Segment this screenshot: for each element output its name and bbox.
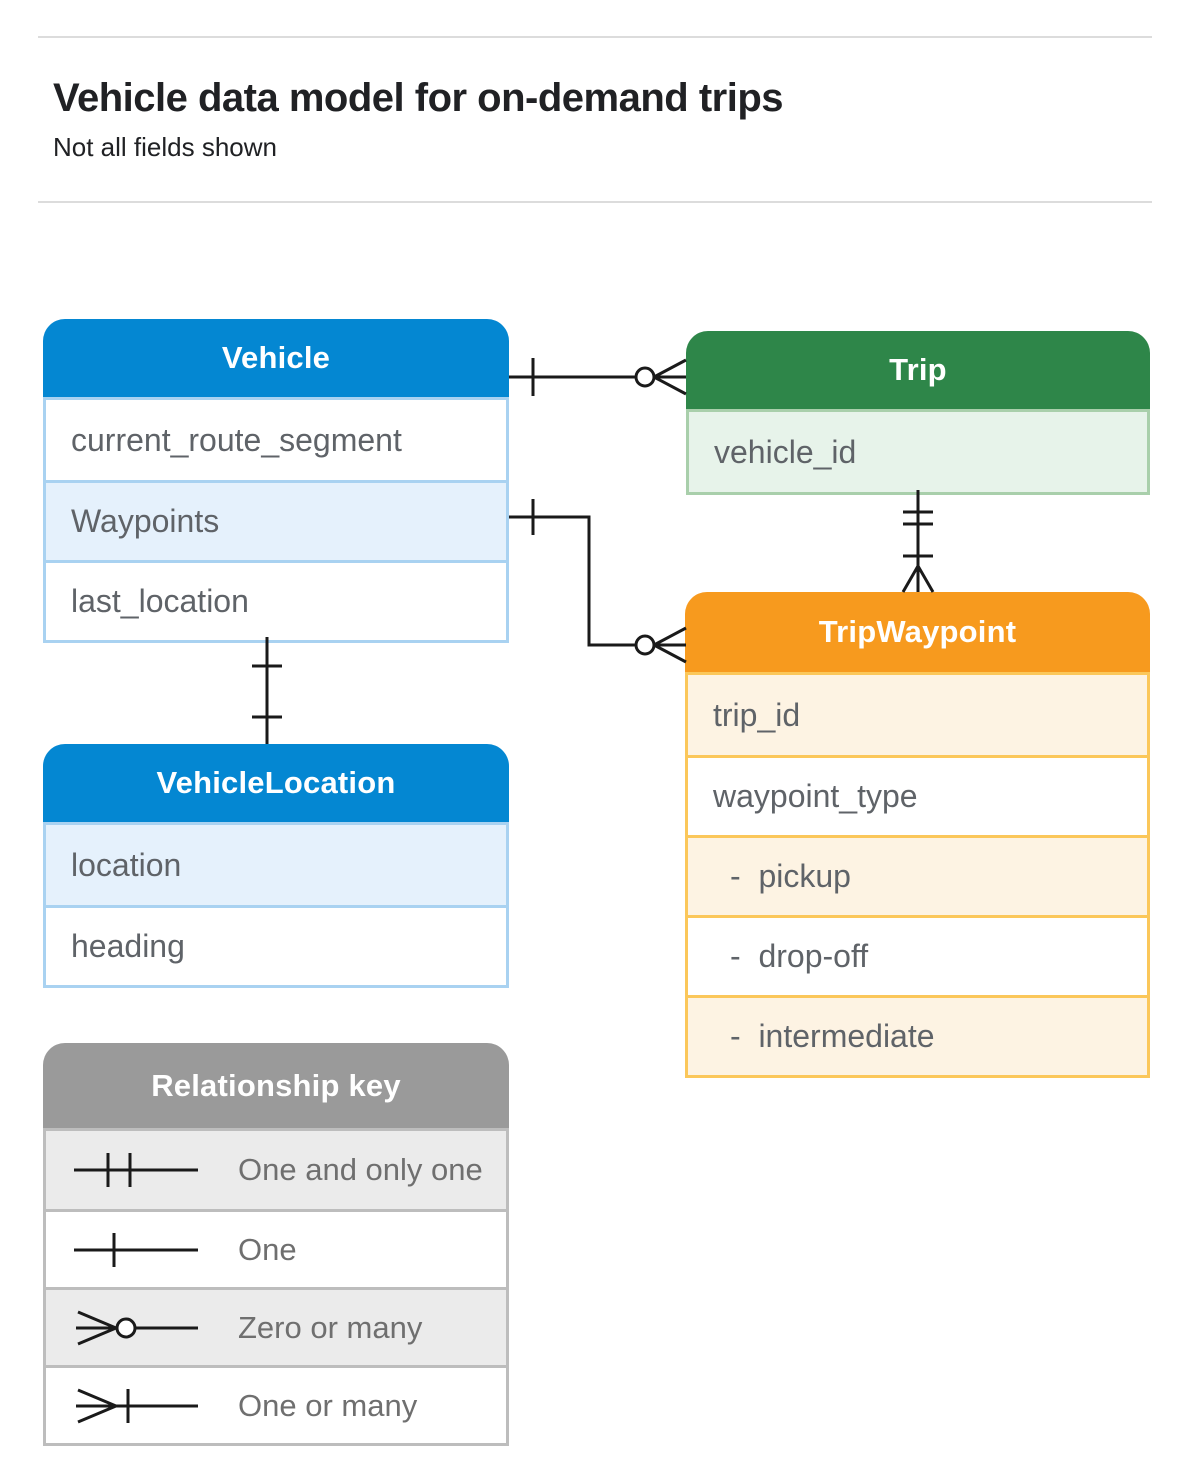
relationship-key-rows: One and only one One Zero or many One or… [43, 1128, 509, 1446]
field-vehicle-id: vehicle_id [689, 412, 1147, 492]
legend-row-zero-or-many: Zero or many [46, 1287, 506, 1365]
field-heading: heading [46, 905, 506, 985]
relationship-key-header: Relationship key [43, 1043, 509, 1128]
vehiclelocation-table-title: VehicleLocation [156, 765, 396, 800]
waypoints-tripwaypoint-connector [509, 499, 687, 664]
subtitle-divider [38, 201, 1152, 203]
field-waypoint-type: waypoint_type [688, 755, 1147, 835]
trip-table-header: Trip [686, 331, 1150, 409]
legend-row-one-or-many: One or many [46, 1365, 506, 1443]
field-waypoint-type-intermediate: - intermediate [688, 995, 1147, 1075]
tripwaypoint-table-header: TripWaypoint [685, 592, 1150, 672]
vehiclelocation-table-rows: location heading [43, 822, 509, 988]
vehicle-vehiclelocation-connector [252, 637, 282, 744]
vehiclelocation-table: VehicleLocation location heading [43, 744, 509, 988]
page-subtitle: Not all fields shown [53, 132, 277, 162]
one-tick-icons [252, 664, 282, 719]
crow-foot-icon [653, 358, 687, 396]
vehicle-table-rows: current_route_segment Waypoints last_loc… [43, 397, 509, 643]
field-location: location [46, 825, 506, 905]
field-trip-id: trip_id [688, 675, 1147, 755]
legend-row-one: One [46, 1209, 506, 1287]
one-and-only-one-ticks-icon [903, 510, 933, 526]
legend-label: One or many [238, 1387, 418, 1423]
tripwaypoint-table: TripWaypoint trip_id waypoint_type - pic… [685, 592, 1150, 1078]
one-and-only-one-icon [74, 1153, 198, 1187]
one-tick-icon [74, 1232, 198, 1267]
vehicle-trip-connector [509, 358, 687, 396]
crow-foot-icon [901, 565, 935, 593]
legend-row-one-and-only-one: One and only one [46, 1131, 506, 1209]
trip-table-title: Trip [889, 352, 947, 387]
field-current-route-segment: current_route_segment [71, 421, 402, 458]
vehiclelocation-table-header: VehicleLocation [43, 744, 509, 822]
trip-table-rows: vehicle_id [686, 409, 1150, 495]
page-title: Vehicle data model for on-demand trips [53, 76, 784, 120]
zero-circle-icon [634, 366, 656, 388]
relationship-key: Relationship key One and only one One Ze… [43, 1043, 509, 1446]
legend-label: Zero or many [238, 1309, 423, 1345]
legend-label: One [238, 1231, 297, 1267]
zero-circle-icon [634, 634, 656, 656]
vehicle-table-title: Vehicle [221, 340, 331, 375]
relationship-key-title: Relationship key [151, 1067, 401, 1103]
tripwaypoint-table-title: TripWaypoint [818, 614, 1017, 649]
field-waypoint-type-drop-off: - drop-off [688, 915, 1147, 995]
one-or-many-icon [76, 1388, 198, 1423]
vehicle-table-header: Vehicle [43, 319, 509, 397]
field-last-location: last_location [46, 560, 506, 640]
top-divider [38, 36, 1152, 38]
zero-or-many-icon [76, 1310, 198, 1345]
tripwaypoint-table-rows: trip_id waypoint_type - pickup - drop-of… [685, 672, 1150, 1078]
crow-foot-icon [653, 626, 687, 664]
trip-tripwaypoint-connector [901, 490, 935, 593]
vehicle-table: Vehicle current_route_segment Waypoints … [43, 319, 509, 643]
field-waypoints: Waypoints [46, 480, 506, 560]
trip-table: Trip vehicle_id [686, 331, 1150, 495]
legend-label: One and only one [238, 1152, 483, 1187]
field-waypoint-type-pickup: - pickup [688, 835, 1147, 915]
